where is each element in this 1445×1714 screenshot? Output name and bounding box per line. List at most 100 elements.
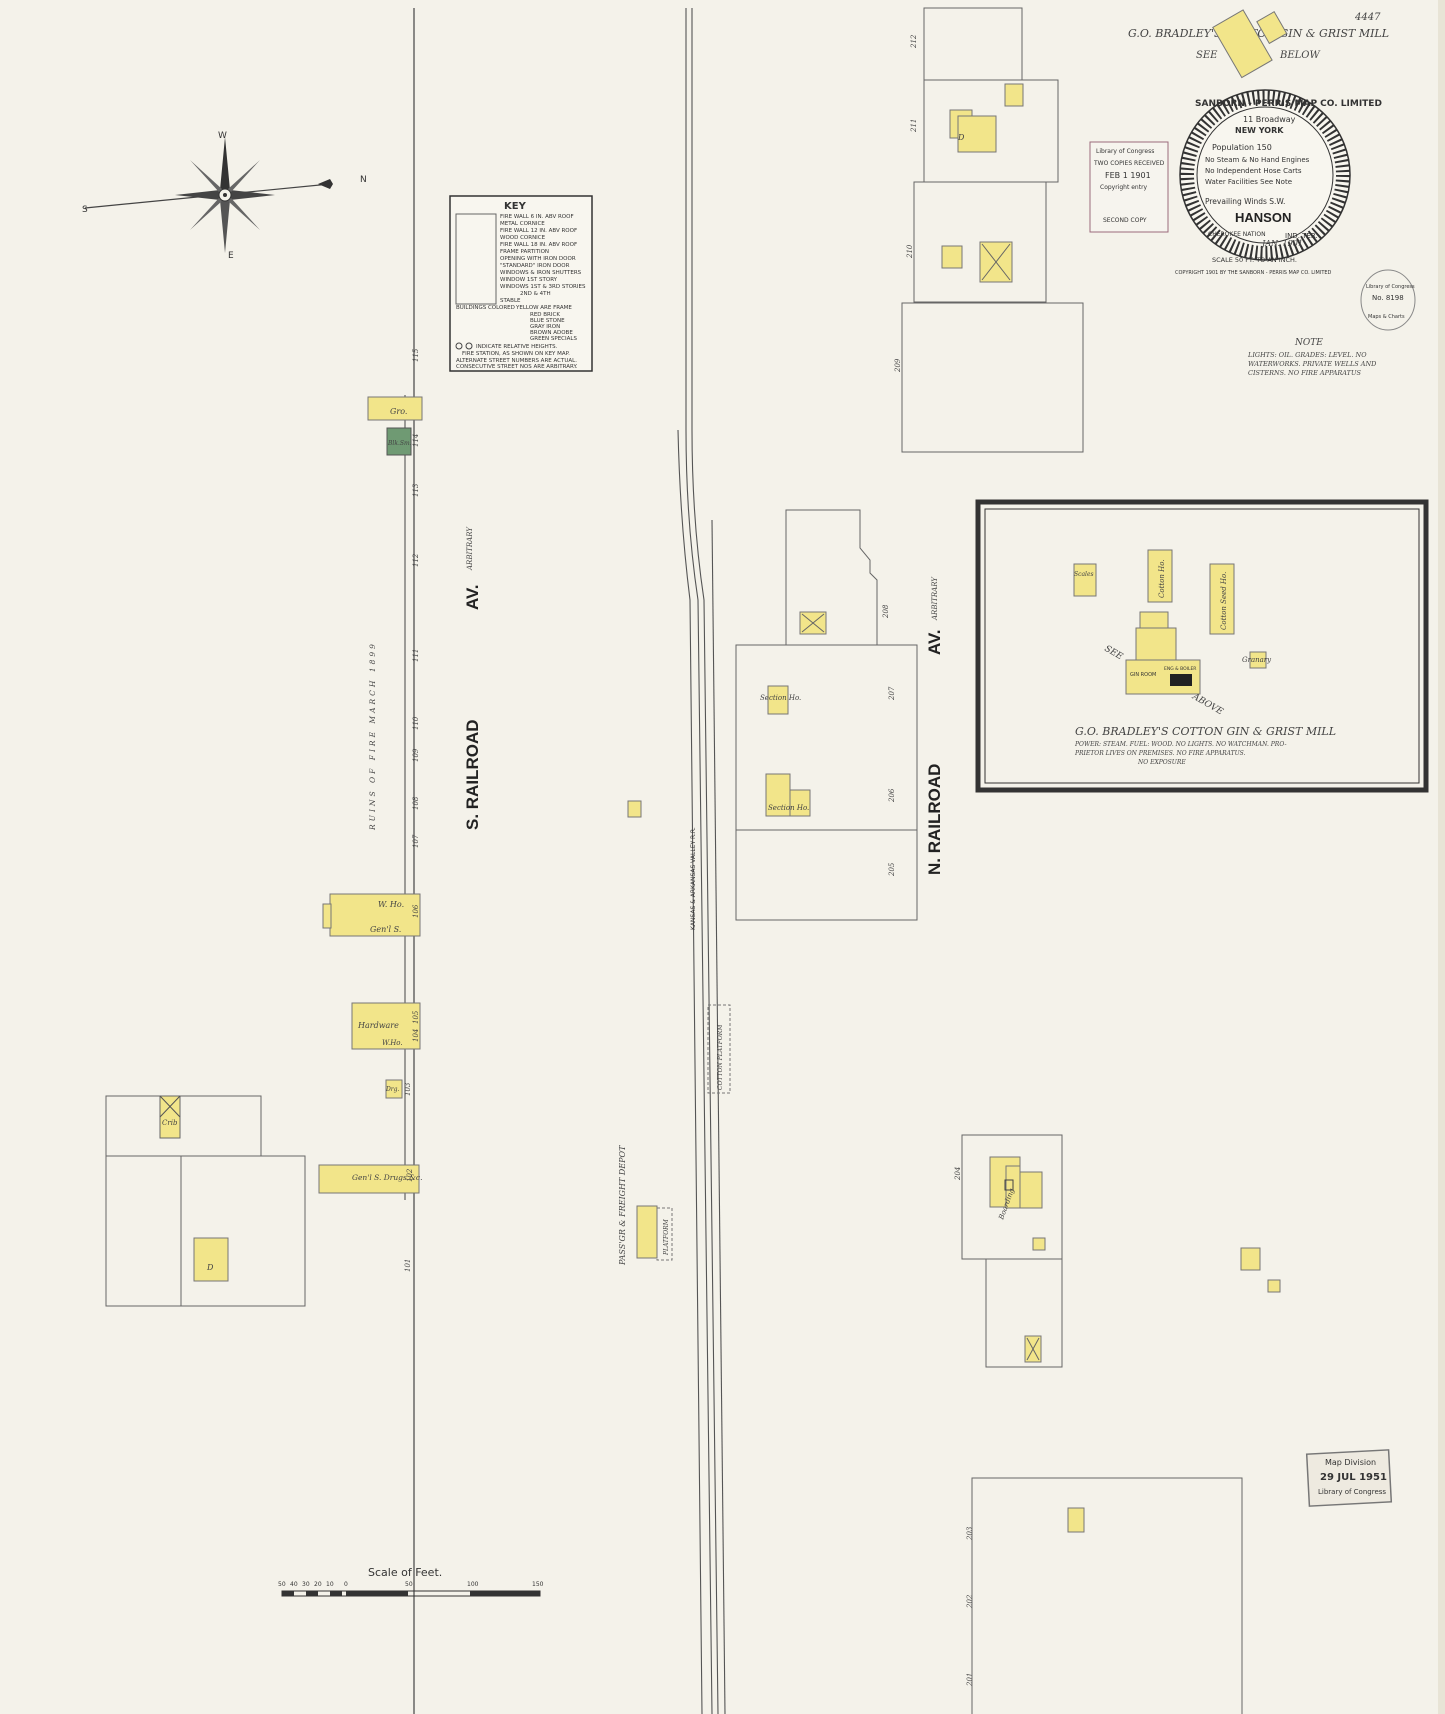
stamp-line: FEB 1 1901 bbox=[1105, 171, 1151, 180]
key-footer: CONSECUTIVE STREET NOS ARE ARBITRARY. bbox=[456, 364, 578, 370]
n-railroad-av: AV. bbox=[925, 629, 944, 655]
address-108: 108 bbox=[412, 796, 420, 810]
w-ho2-label: W.Ho. bbox=[382, 1039, 403, 1047]
stamp-line: SECOND COPY bbox=[1103, 217, 1147, 224]
hose-carts: No Independent Hose Carts bbox=[1205, 167, 1302, 175]
south-lot bbox=[971, 1477, 1243, 1714]
n-railroad-arbitrary: ARBITRARY bbox=[931, 576, 939, 621]
key-item: FRAME PARTITION bbox=[500, 249, 549, 255]
address-103: 103 bbox=[404, 1082, 412, 1096]
key-item: WINDOW 1ST STORY bbox=[500, 277, 558, 283]
scale-tick: 40 bbox=[290, 1581, 298, 1588]
key-colors-head: BUILDINGS COLORED bbox=[456, 305, 515, 311]
address-209: 209 bbox=[894, 358, 902, 373]
key-item: STABLE bbox=[500, 298, 521, 304]
key-color: GRAY IRON bbox=[530, 324, 560, 330]
key-item: OPENING WITH IRON DOOR bbox=[500, 256, 576, 262]
engines: No Steam & No Hand Engines bbox=[1205, 156, 1310, 164]
gin-room-label: GIN ROOM bbox=[1130, 672, 1156, 678]
cotton-platform: COTTON PLATFORM bbox=[707, 1004, 731, 1094]
water-facilities: Water Facilities See Note bbox=[1205, 178, 1292, 186]
section-ho2-label: Section Ho. bbox=[768, 804, 809, 812]
granary-label: Granary bbox=[1242, 656, 1272, 664]
n-railroad-street: N. RAILROAD bbox=[925, 764, 944, 875]
territory: IND. TER. bbox=[1285, 232, 1318, 240]
company-address: 11 Broadway bbox=[1243, 115, 1296, 124]
crib-label: Crib bbox=[162, 1119, 178, 1127]
stamp-line: TWO COPIES RECEIVED bbox=[1093, 160, 1165, 167]
loc-line: Library of Congress bbox=[1366, 284, 1415, 290]
address-104: 104 bbox=[412, 1029, 420, 1042]
note-line: LIGHTS: OIL. GRADES: LEVEL. NO bbox=[1247, 351, 1367, 359]
s-railroad-av: AV. bbox=[463, 584, 482, 610]
west-lots: Crib D bbox=[105, 1095, 306, 1307]
address-204: 204 bbox=[954, 1167, 962, 1181]
address-207: 207 bbox=[888, 686, 896, 701]
key-item: FIRE WALL 12 IN. ABV ROOF bbox=[500, 228, 577, 234]
address-212: 212 bbox=[910, 34, 918, 49]
key-fire-station: FIRE STATION, AS SHOWN ON KEY MAP. bbox=[462, 351, 570, 357]
key-title: KEY bbox=[504, 201, 527, 212]
sheet-number: 4447 bbox=[1354, 12, 1381, 23]
address-115: 115 bbox=[412, 348, 420, 362]
address-201: 201 bbox=[966, 1673, 974, 1687]
address-210: 210 bbox=[906, 244, 914, 259]
address-106: 106 bbox=[412, 904, 420, 918]
key-footer: ALTERNATE STREET NUMBERS ARE ACTUAL. bbox=[456, 358, 577, 364]
s-railroad-arbitrary: ARBITRARY bbox=[466, 526, 474, 571]
dwelling-label: D bbox=[206, 1263, 214, 1272]
company-line: SANBORN - PERRIS MAP CO. LIMITED bbox=[1195, 99, 1382, 109]
map-division-stamp: Map Division 29 JUL 1951 Library of Cong… bbox=[1305, 1449, 1393, 1507]
eng-boiler-label: ENG & BOILER bbox=[1164, 666, 1196, 672]
hardware-building: Hardware W.Ho. bbox=[351, 1002, 421, 1050]
section-house-lots: Section Ho. Section Ho. bbox=[735, 509, 918, 921]
key-item: "STANDARD" IRON DOOR bbox=[500, 263, 570, 269]
gin-reference: G.O. BRADLEY'S COTTON GIN & GRIST MILL S… bbox=[1128, 9, 1389, 79]
w-ho-genl-building: W. Ho. Gen'l S. bbox=[322, 893, 421, 937]
cotton-platform-label: COTTON PLATFORM bbox=[717, 1024, 724, 1090]
key-color: BROWN ADOBE bbox=[530, 330, 573, 336]
gin-inset-desc: PRIETOR LIVES ON PREMISES. NO FIRE APPAR… bbox=[1074, 750, 1246, 757]
section-ho-label: Section Ho. bbox=[760, 694, 801, 702]
scale-tick: 150 bbox=[532, 1581, 544, 1588]
platform-label: PLATFORM bbox=[663, 1218, 670, 1256]
company-city: NEW YORK bbox=[1235, 126, 1284, 135]
town-name: HANSON bbox=[1235, 210, 1291, 225]
railroad-track bbox=[677, 8, 726, 1714]
prevailing-winds: Prevailing Winds S.W. bbox=[1205, 197, 1285, 206]
address-111: 111 bbox=[412, 649, 420, 662]
compass-w: W bbox=[218, 131, 227, 141]
compass-n: N bbox=[360, 175, 367, 185]
key-item: FIRE WALL 6 IN. ABV ROOF bbox=[500, 214, 574, 220]
address-112: 112 bbox=[412, 553, 420, 567]
key-color: GREEN SPECIALS bbox=[530, 336, 577, 342]
drug-small-building: Drg. bbox=[385, 1079, 403, 1099]
title-cartouche: SANBORN - PERRIS MAP CO. LIMITED 11 Broa… bbox=[1175, 89, 1382, 276]
address-102: 102 bbox=[406, 1168, 414, 1182]
key-color: YELLOW ARE FRAME bbox=[515, 305, 572, 311]
key-item: WINDOWS & IRON SHUTTERS bbox=[500, 270, 582, 276]
gin-inset-desc: POWER: STEAM. FUEL: WOOD. NO LIGHTS. NO … bbox=[1074, 741, 1286, 748]
note-title: NOTE bbox=[1294, 338, 1323, 348]
scale-tick: 30 bbox=[302, 1581, 310, 1588]
boarding-lot: Boarding bbox=[961, 1134, 1063, 1368]
drugs-small-label: Drg. bbox=[385, 1086, 400, 1093]
note-line: CISTERNS. NO FIRE APPARATUS bbox=[1248, 369, 1361, 377]
address-205: 205 bbox=[888, 862, 896, 877]
key-item: 2ND & 4TH bbox=[520, 291, 551, 297]
scale-tick: 10 bbox=[326, 1581, 334, 1588]
dwelling-label: D bbox=[957, 133, 965, 142]
scale-tick: 20 bbox=[314, 1581, 322, 1588]
key-item: WOOD CORNICE bbox=[500, 235, 546, 241]
scale-tick: 0 bbox=[344, 1581, 348, 1588]
gro-building: Gro. bbox=[367, 396, 423, 421]
address-202: 202 bbox=[966, 1594, 974, 1609]
genl-drugs-label: Gen'l S. Drugs &c. bbox=[352, 1173, 422, 1182]
address-105: 105 bbox=[412, 1010, 420, 1024]
small-building bbox=[1267, 1279, 1281, 1293]
compass-rose-icon: N S W E bbox=[82, 131, 367, 261]
loc-line: Maps & Charts bbox=[1368, 314, 1405, 320]
scale-tick: 50 bbox=[278, 1581, 286, 1588]
map-div-line: Map Division bbox=[1325, 1458, 1376, 1467]
